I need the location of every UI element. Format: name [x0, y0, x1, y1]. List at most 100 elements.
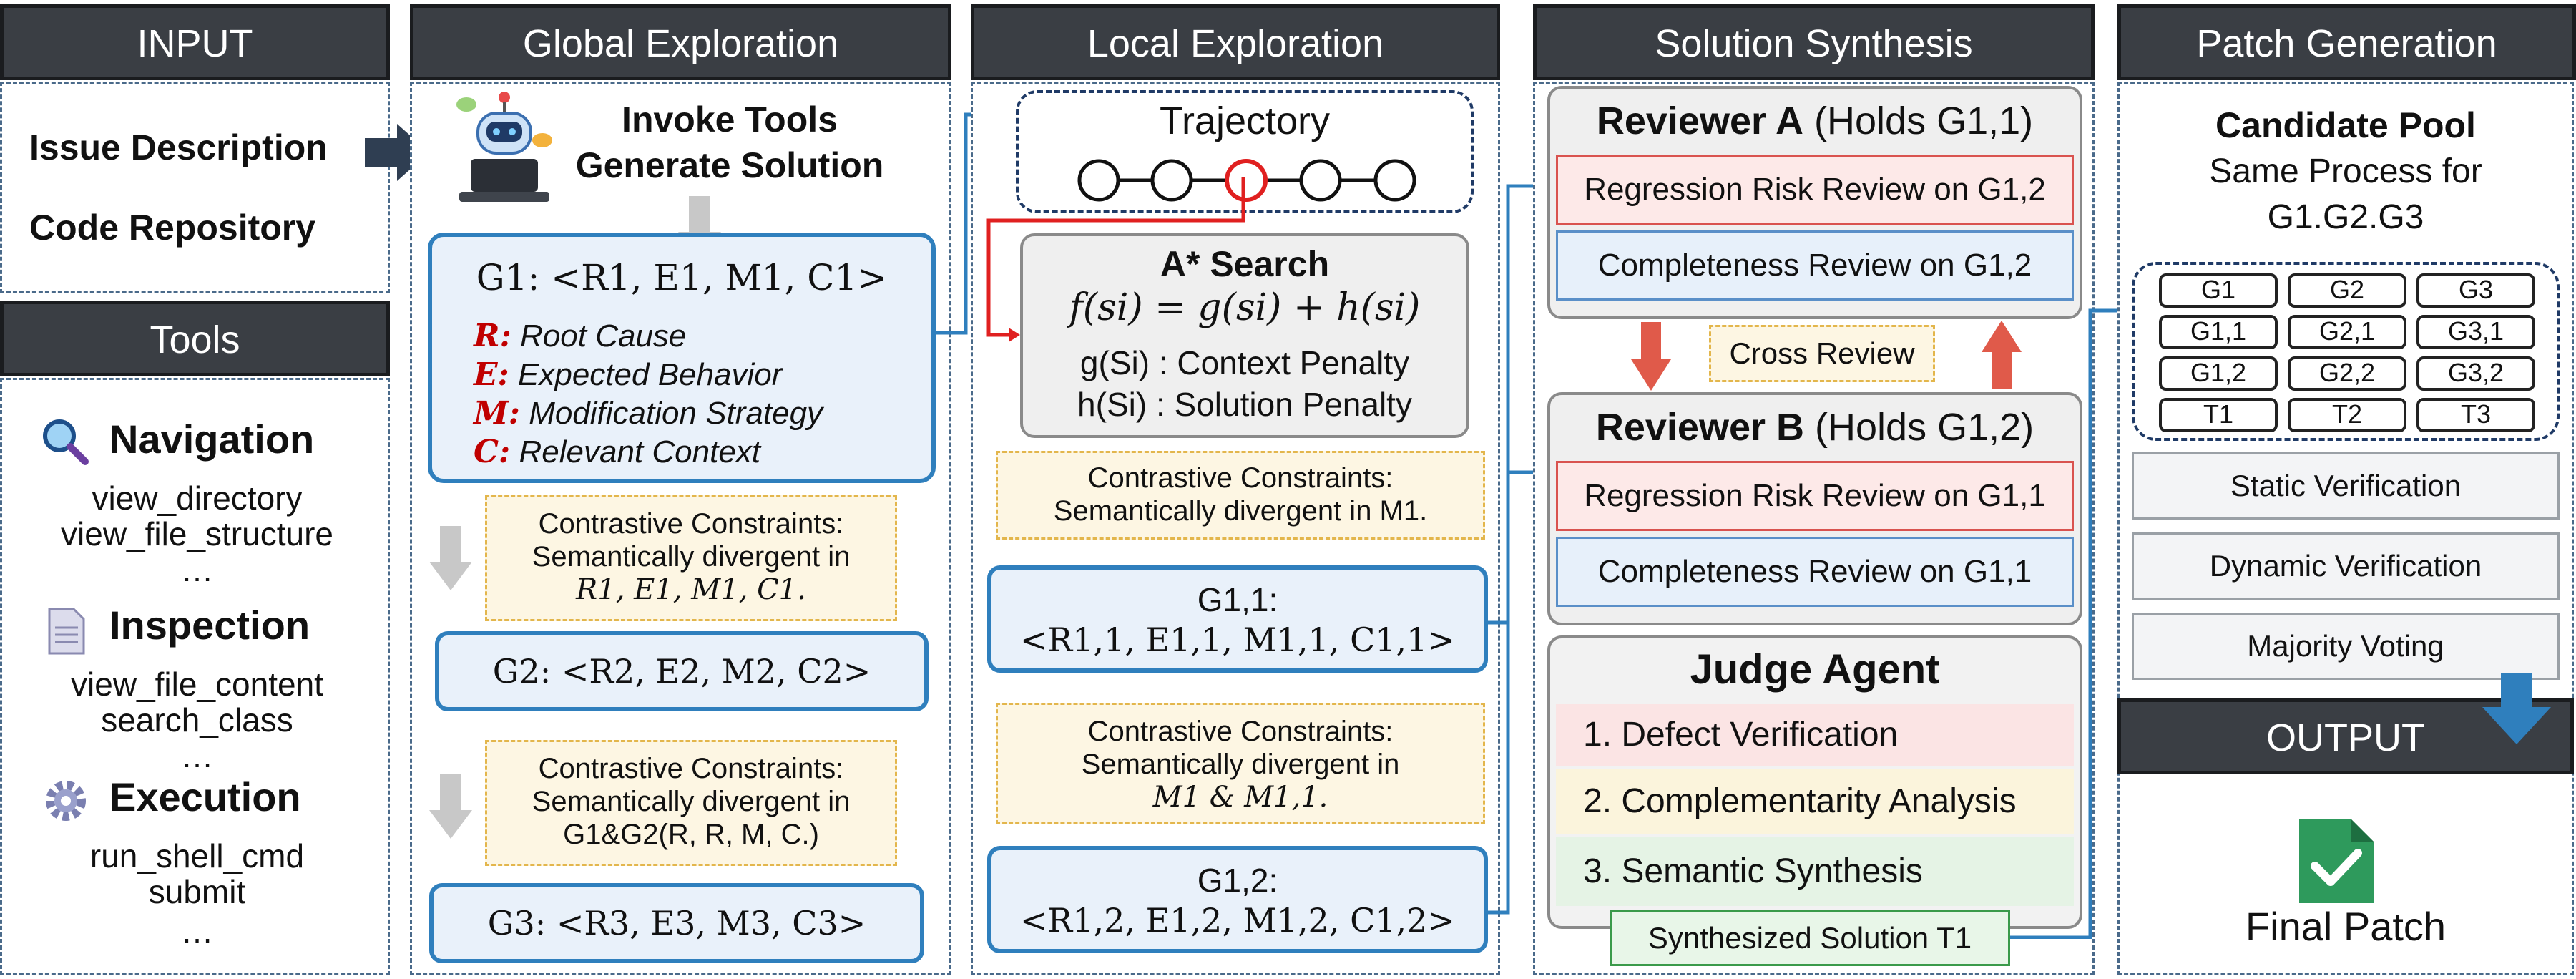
red-up-arrow [1982, 321, 2022, 389]
g2-candidate-box: G2: <R2, E2, M2, C2> [435, 631, 929, 711]
reviewer-a-regression-review: Regression Risk Review on G1,2 [1556, 155, 2074, 225]
final-patch-document-icon [2296, 816, 2376, 906]
pool-chip: G3,1 [2416, 315, 2535, 349]
judge-step: 2. Complementarity Analysis [1556, 769, 2074, 834]
astar-search-box: A* Search f(si) = g(si) + h(si) g(Si) : … [1020, 233, 1469, 438]
pool-chip: G3,2 [2416, 356, 2535, 391]
trajectory-path [1077, 159, 1416, 202]
reviewer-b-box: Reviewer B (Holds G1,2) Regression Risk … [1547, 392, 2082, 625]
patch-generation-header: Patch Generation [2117, 4, 2576, 80]
issue-description-label: Issue Description [29, 127, 328, 167]
astar-formula: f(si) = g(si) + h(si) [1069, 286, 1421, 329]
candidate-pool-grid: G1 G2 G3 G1,1 G2,1 G3,1 G1,2 G2,2 G3,2 T… [2132, 262, 2560, 441]
final-patch-label: Final Patch [2245, 904, 2447, 949]
pool-chip: T1 [2159, 398, 2278, 432]
navigation-item: view_file_structure [61, 515, 333, 552]
g11-label: G1,1: [1197, 581, 1278, 618]
navigation-item: … [180, 551, 214, 588]
solution-synthesis-header: Solution Synthesis [1533, 4, 2095, 80]
contrastive-constraint-box: Contrastive Constraints: Semantically di… [996, 703, 1485, 824]
gear-icon [42, 777, 89, 824]
g12-label: G1,2: [1197, 862, 1278, 899]
reviewer-a-completeness-review: Completeness Review on G1,2 [1556, 230, 2074, 301]
pool-chip: G2,1 [2288, 315, 2406, 349]
judge-step: 1. Defect Verification [1556, 704, 2074, 766]
constraint-line: G1&G2(R, R, M, C.) [563, 819, 819, 850]
constraint-line: Semantically divergent in [1081, 749, 1400, 780]
g11-candidate-box: G1,1: <R1,1, E1,1, M1,1, C1,1> [987, 565, 1488, 673]
constraint-line: R1, E1, M1, C1. [576, 573, 806, 606]
reviewer-b-regression-review: Regression Risk Review on G1,1 [1556, 461, 2074, 531]
cross-review-label: Cross Review [1709, 325, 1935, 382]
execution-item: submit [148, 873, 246, 910]
constraint-line: Contrastive Constraints: [1087, 716, 1394, 747]
g12-tuple: <R1,2, E1,2, M1,2, C1,2> [1020, 901, 1455, 940]
g1-item-root-cause: R: Root Cause [474, 318, 687, 354]
red-connector-arrow [986, 177, 1245, 342]
g12-candidate-box: G1,2: <R1,2, E1,2, M1,2, C1,2> [987, 846, 1488, 953]
red-down-arrow [1631, 322, 1671, 391]
inspection-group-title: Inspection [109, 603, 310, 648]
majority-voting-step: Majority Voting [2132, 613, 2560, 680]
reviewer-b-completeness-review: Completeness Review on G1,1 [1556, 537, 2074, 607]
constraint-line: M1 & M1,1. [1152, 781, 1328, 814]
judge-agent-box: Judge Agent 1. Defect Verification 2. Co… [1547, 635, 2082, 929]
g1-item-expected-behavior: E: Expected Behavior [474, 356, 783, 393]
code-repository-label: Code Repository [29, 208, 316, 248]
pool-chip: G1,2 [2159, 356, 2278, 391]
constraint-line: Semantically divergent in M1. [1053, 495, 1428, 527]
g1-title: G1: <R1, E1, M1, C1> [476, 257, 888, 298]
constraint-line: Contrastive Constraints: [538, 753, 844, 784]
input-panel: Issue Description Code Repository [0, 82, 390, 293]
pool-chip: G1 [2159, 273, 2278, 308]
reviewer-a-title: Reviewer A (Holds G1,1) [1596, 99, 2034, 142]
magnifier-icon [39, 416, 89, 466]
astar-solution-penalty: h(Si) : Solution Penalty [1077, 386, 1412, 423]
agent-line-invoke-tools: Invoke Tools [622, 99, 838, 140]
execution-item: … [180, 912, 214, 950]
output-down-arrow [2482, 673, 2551, 744]
tools-header: Tools [0, 301, 390, 376]
astar-title: A* Search [1160, 244, 1330, 284]
pool-description: Same Process for [2209, 152, 2482, 190]
contrastive-constraint-box: Contrastive Constraints: Semantically di… [485, 495, 897, 621]
pool-chip: G1,1 [2159, 315, 2278, 349]
constraint-line: Semantically divergent in [532, 786, 851, 817]
pool-chip: G2 [2288, 273, 2406, 308]
reviewer-a-box: Reviewer A (Holds G1,1) Regression Risk … [1547, 86, 2082, 319]
g3-candidate-box: G3: <R3, E3, M3, C3> [429, 883, 924, 963]
pool-chip: T2 [2288, 398, 2406, 432]
dynamic-verification-step: Dynamic Verification [2132, 532, 2560, 600]
constraint-line: Semantically divergent in [532, 541, 851, 573]
g11-tuple: <R1,1, E1,1, M1,1, C1,1> [1020, 620, 1455, 659]
astar-context-penalty: g(Si) : Context Penalty [1079, 344, 1410, 381]
navigation-item: view_directory [92, 479, 303, 517]
judge-agent-title: Judge Agent [1690, 646, 1940, 693]
down-arrow [429, 526, 472, 590]
g1-candidate-box: G1: <R1, E1, M1, C1> R: Root Cause E: Ex… [428, 233, 936, 483]
trajectory-box: Trajectory [1016, 90, 1474, 213]
inspection-item: … [180, 737, 214, 774]
g1-item-modification-strategy: M: Modification Strategy [474, 395, 823, 432]
global-exploration-header: Global Exploration [410, 4, 951, 80]
contrastive-constraint-box: Contrastive Constraints: Semantically di… [996, 451, 1485, 540]
down-arrow [429, 774, 472, 839]
pool-description: G1.G2.G3 [2267, 198, 2424, 236]
contrastive-constraint-box: Contrastive Constraints: Semantically di… [485, 740, 897, 866]
tools-panel: Navigation view_directory view_file_stru… [0, 378, 390, 975]
execution-item: run_shell_cmd [89, 837, 305, 875]
execution-group-title: Execution [109, 774, 301, 819]
document-icon [46, 608, 87, 655]
pool-chip: G2,2 [2288, 356, 2406, 391]
navigation-group-title: Navigation [109, 417, 315, 462]
synthesized-solution-label: Synthesized Solution T1 [1610, 910, 2010, 966]
pool-chip: G3 [2416, 273, 2535, 308]
trajectory-title: Trajectory [1159, 99, 1331, 142]
pool-chip: T3 [2416, 398, 2535, 432]
local-exploration-header: Local Exploration [971, 4, 1500, 80]
robot-agent-icon [451, 89, 558, 210]
inspection-item: view_file_content [71, 666, 323, 703]
static-verification-step: Static Verification [2132, 452, 2560, 520]
inspection-item: search_class [101, 701, 293, 739]
reviewer-b-title: Reviewer B (Holds G1,2) [1595, 406, 2034, 449]
